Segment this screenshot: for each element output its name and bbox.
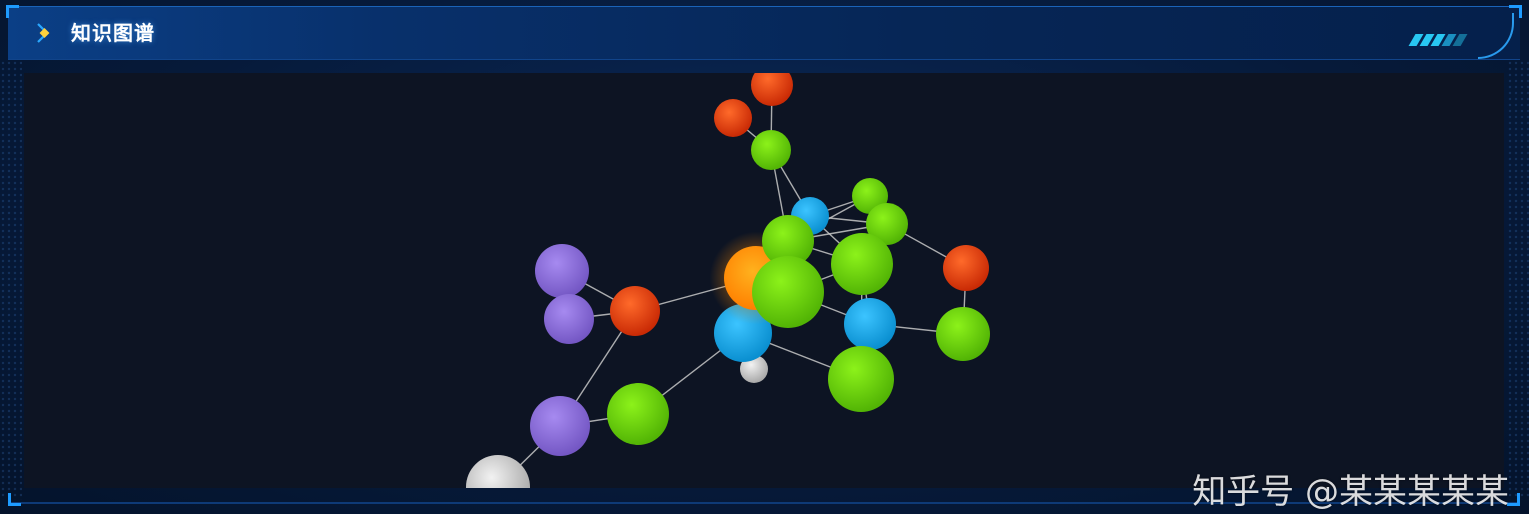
node-circle[interactable] — [751, 73, 793, 106]
header-stripes-decoration — [1408, 31, 1478, 46]
node-circle[interactable] — [544, 294, 594, 344]
node-circle[interactable] — [828, 346, 894, 412]
graph-node-green[interactable] — [762, 215, 814, 267]
graph-node-red[interactable] — [751, 73, 793, 106]
node-circle[interactable] — [740, 355, 768, 383]
corner-decoration-top-left — [6, 5, 19, 18]
graph-node-green[interactable] — [752, 256, 824, 328]
bottom-border — [8, 502, 1520, 504]
node-circle[interactable] — [762, 215, 814, 267]
graph-node-purple[interactable] — [530, 396, 590, 456]
node-circle[interactable] — [610, 286, 660, 336]
graph-nodes[interactable] — [466, 73, 990, 488]
graph-node-green[interactable] — [607, 383, 669, 445]
panel-title: 知识图谱 — [71, 21, 155, 45]
node-circle[interactable] — [831, 233, 893, 295]
graph-node-red[interactable] — [714, 99, 752, 137]
corner-decoration-top-right — [1509, 5, 1522, 18]
corner-decoration-bottom-right — [1507, 493, 1520, 506]
node-circle[interactable] — [844, 298, 896, 350]
graph-node-green[interactable] — [751, 130, 791, 170]
node-circle[interactable] — [866, 203, 908, 245]
graph-node-green[interactable] — [828, 346, 894, 412]
panel-header: 知识图谱 — [6, 5, 1522, 60]
node-circle[interactable] — [751, 130, 791, 170]
corner-decoration-bottom-left — [8, 493, 21, 506]
graph-node-green[interactable] — [831, 233, 893, 295]
graph-node-red[interactable] — [943, 245, 989, 291]
node-circle[interactable] — [607, 383, 669, 445]
watermark-text: 知乎号 @某某某某某 — [1192, 472, 1509, 512]
node-circle[interactable] — [466, 455, 530, 488]
node-circle[interactable] — [943, 245, 989, 291]
graph-canvas[interactable] — [24, 73, 1504, 488]
decorative-dots-left — [0, 60, 22, 500]
node-circle[interactable] — [535, 244, 589, 298]
graph-node-red[interactable] — [610, 286, 660, 336]
graph-svg[interactable] — [24, 73, 1504, 488]
node-circle[interactable] — [530, 396, 590, 456]
graph-node-gray[interactable] — [740, 355, 768, 383]
decorative-dots-right — [1507, 60, 1529, 500]
header-arc-decoration — [1478, 13, 1514, 59]
node-circle[interactable] — [714, 99, 752, 137]
diamond-arrow-icon — [37, 23, 50, 43]
node-circle[interactable] — [752, 256, 824, 328]
graph-node-green[interactable] — [936, 307, 990, 361]
graph-node-purple[interactable] — [544, 294, 594, 344]
graph-node-green[interactable] — [866, 203, 908, 245]
node-circle[interactable] — [936, 307, 990, 361]
graph-node-purple[interactable] — [535, 244, 589, 298]
graph-node-blue[interactable] — [844, 298, 896, 350]
graph-node-gray[interactable] — [466, 455, 530, 488]
